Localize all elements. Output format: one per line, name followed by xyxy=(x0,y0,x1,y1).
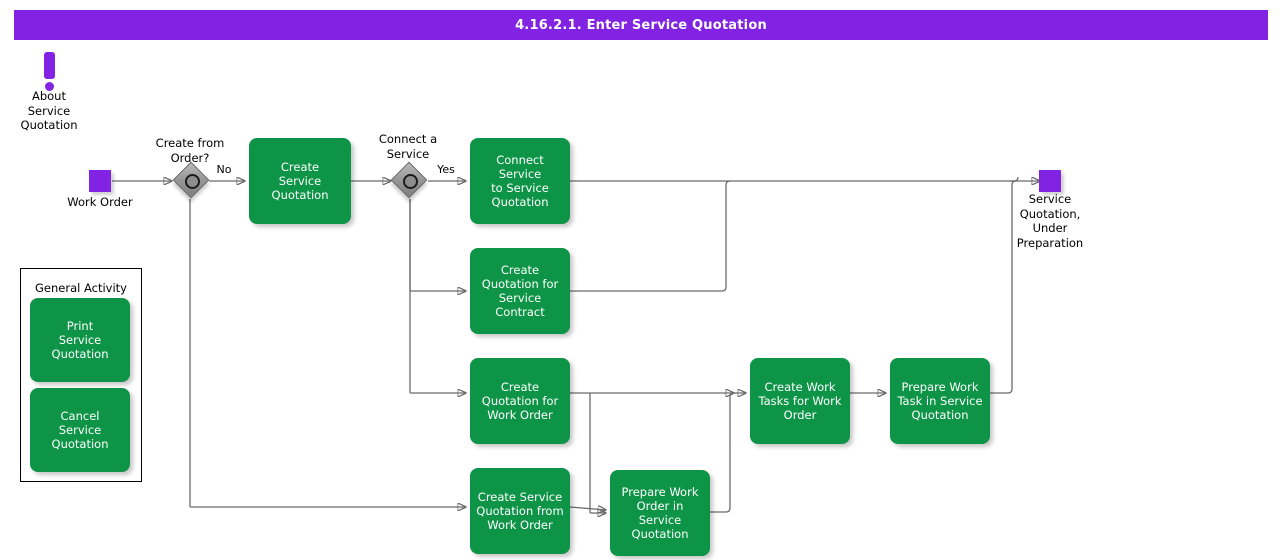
edge-wo-quotation-down-to-prepare-wo xyxy=(589,393,606,513)
task-create-quotation-for-service-contract[interactable]: Create Quotation for Service Contract xyxy=(470,248,570,334)
edge-label-no: No xyxy=(216,163,232,176)
edge-gw2-to-work-order-quotation xyxy=(409,199,466,393)
edge-service-contract-join xyxy=(570,180,731,292)
task-create-service-quotation-from-work-order[interactable]: Create Service Quotation from Work Order xyxy=(470,468,570,554)
task-print-service-quotation[interactable]: Print Service Quotation xyxy=(30,298,130,382)
task-create-work-tasks-for-work-order[interactable]: Create Work Tasks for Work Order xyxy=(750,358,850,444)
gateway-connect-a-service-label: Connect a Service xyxy=(378,132,438,161)
exclamation-icon xyxy=(44,52,55,92)
task-cancel-service-quotation[interactable]: Cancel Service Quotation xyxy=(30,388,130,472)
task-label: Prepare Work Task in Service Quotation xyxy=(897,379,983,422)
page-title: 4.16.2.1. Enter Service Quotation xyxy=(14,10,1268,40)
edge-gw2-to-service-contract xyxy=(409,199,466,291)
task-label: Cancel Service Quotation xyxy=(51,408,109,451)
task-connect-service-to-service-quotation[interactable]: Connect Service to Service Quotation xyxy=(470,138,570,224)
end-event-service-quotation-under-preparation[interactable] xyxy=(1039,170,1061,192)
edge-label-yes: Yes xyxy=(437,163,455,176)
gateway-create-from-order-label: Create from Order? xyxy=(155,136,225,165)
task-prepare-work-task-in-service-quotation[interactable]: Prepare Work Task in Service Quotation xyxy=(890,358,990,444)
edge-sqfromwo-to-prepare-wo xyxy=(569,507,606,510)
task-label: Connect Service to Service Quotation xyxy=(491,152,549,210)
task-label: Print Service Quotation xyxy=(51,318,109,361)
task-create-service-quotation[interactable]: Create Service Quotation xyxy=(249,138,351,224)
task-label: Create Quotation for Work Order xyxy=(481,379,559,422)
general-activity-title: General Activity xyxy=(35,281,127,295)
task-label: Create Service Quotation xyxy=(271,159,329,202)
gateway-connect-a-service[interactable] xyxy=(390,161,428,199)
task-label: Create Service Quotation from Work Order xyxy=(476,489,564,532)
task-label: Prepare Work Order in Service Quotation xyxy=(621,484,699,542)
task-create-quotation-for-work-order[interactable]: Create Quotation for Work Order xyxy=(470,358,570,444)
task-prepare-work-order-in-service-quotation[interactable]: Prepare Work Order in Service Quotation xyxy=(610,470,710,556)
start-event-label: Work Order xyxy=(67,195,133,209)
edge-gw1-to-sq-from-wo xyxy=(189,199,466,507)
end-event-label: Service Quotation, Under Preparation xyxy=(1016,192,1084,251)
gateway-create-from-order[interactable] xyxy=(172,161,210,199)
about-service-quotation-label: About Service Quotation xyxy=(20,89,78,133)
task-label: Create Quotation for Service Contract xyxy=(481,262,559,320)
edge-connect-service-right xyxy=(570,176,1019,182)
task-label: Create Work Tasks for Work Order xyxy=(758,379,842,422)
start-event-work-order[interactable] xyxy=(89,170,111,192)
edge-prepare-wo-to-work-tasks xyxy=(710,393,734,513)
